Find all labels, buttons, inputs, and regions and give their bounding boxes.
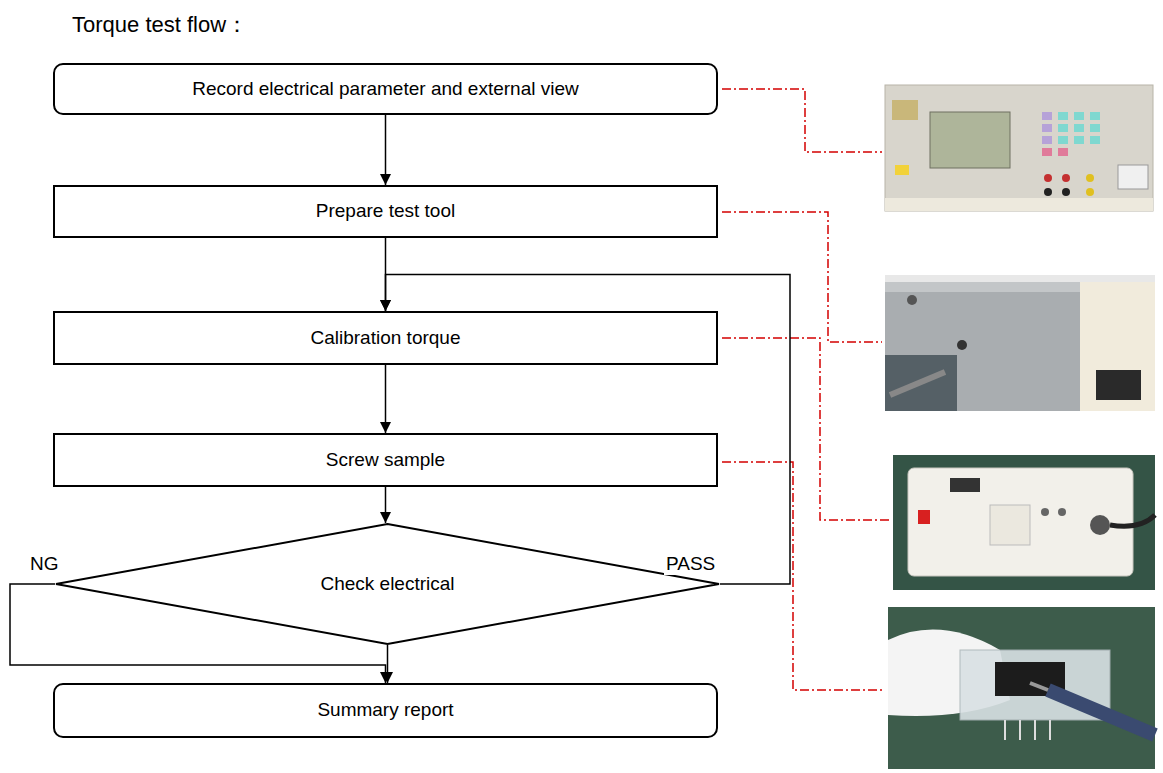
prepare-step: Prepare test tool <box>53 185 718 238</box>
diagram-title: Torque test flow： <box>72 10 248 40</box>
node-text: Prepare test tool <box>308 200 463 223</box>
calibration-step: Calibration torque <box>53 311 718 365</box>
node-text: Screw sample <box>318 449 453 472</box>
record-step: Record electrical parameter and external… <box>53 63 718 115</box>
test-tool-photo <box>885 275 1155 411</box>
node-text: Calibration torque <box>303 327 469 350</box>
leader-line <box>722 89 882 152</box>
leader-line <box>722 462 885 690</box>
torque-controller-photo <box>893 455 1155 590</box>
flow-arrow <box>385 115 387 185</box>
diamond-outline <box>56 524 719 644</box>
node-text: Record electrical parameter and external… <box>184 78 587 101</box>
screwing-photo <box>888 607 1155 769</box>
node-text: Summary report <box>309 699 461 722</box>
tester-photo <box>885 85 1153 211</box>
leader-lines <box>722 89 890 690</box>
leader-line <box>722 212 882 342</box>
edge-label: PASS <box>664 553 717 575</box>
flow-arrow <box>387 645 389 683</box>
flow-arrow <box>385 365 387 433</box>
screw-step: Screw sample <box>53 433 718 487</box>
flow-arrow <box>385 487 387 523</box>
check-decision: Check electrical <box>55 523 720 645</box>
leader-line <box>722 338 890 520</box>
node-text: Check electrical <box>312 573 462 596</box>
report-step: Summary report <box>53 683 718 738</box>
edge-label: NG <box>28 553 61 575</box>
